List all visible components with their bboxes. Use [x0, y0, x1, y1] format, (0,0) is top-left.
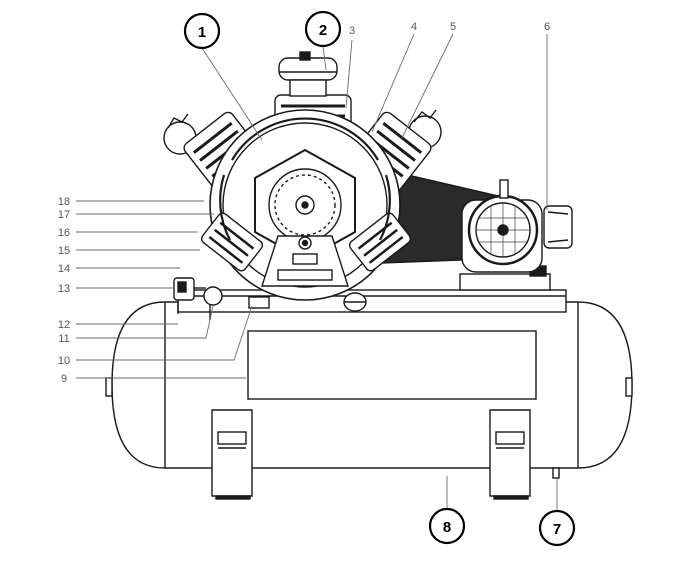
callout-2: 2 [304, 10, 342, 48]
base-frame [177, 265, 567, 313]
callout-2-text: 2 [319, 22, 327, 39]
label-16: 16 [58, 227, 70, 239]
callout-1-text: 1 [198, 24, 206, 41]
pressure-switch [173, 277, 223, 320]
label-14: 14 [58, 263, 70, 275]
label-13: 13 [58, 283, 70, 295]
callout-7-text: 7 [553, 521, 561, 538]
label-15: 15 [58, 245, 70, 257]
label-4: 4 [411, 21, 417, 33]
label-11: 11 [58, 333, 69, 345]
label-17: 17 [58, 209, 70, 221]
label-10: 10 [58, 355, 70, 367]
label-9: 9 [61, 373, 67, 385]
label-5: 5 [450, 21, 456, 33]
electric-motor [461, 179, 573, 273]
leader-lines [76, 33, 558, 510]
tank-feet [211, 409, 531, 500]
label-6: 6 [544, 21, 550, 33]
receiver-tank [105, 301, 633, 479]
label-3: 3 [349, 25, 355, 37]
callout-7: 7 [538, 509, 576, 547]
callout-1: 1 [183, 12, 221, 50]
callout-8-text: 8 [443, 519, 451, 536]
compressor-pump [163, 51, 442, 301]
callout-8: 8 [428, 507, 466, 545]
artwork [105, 51, 633, 500]
label-18: 18 [58, 196, 70, 208]
label-12: 12 [58, 319, 70, 331]
callout-labels: 1 2 7 8 3 4 5 6 9 10 11 12 13 14 15 16 1… [58, 10, 576, 547]
